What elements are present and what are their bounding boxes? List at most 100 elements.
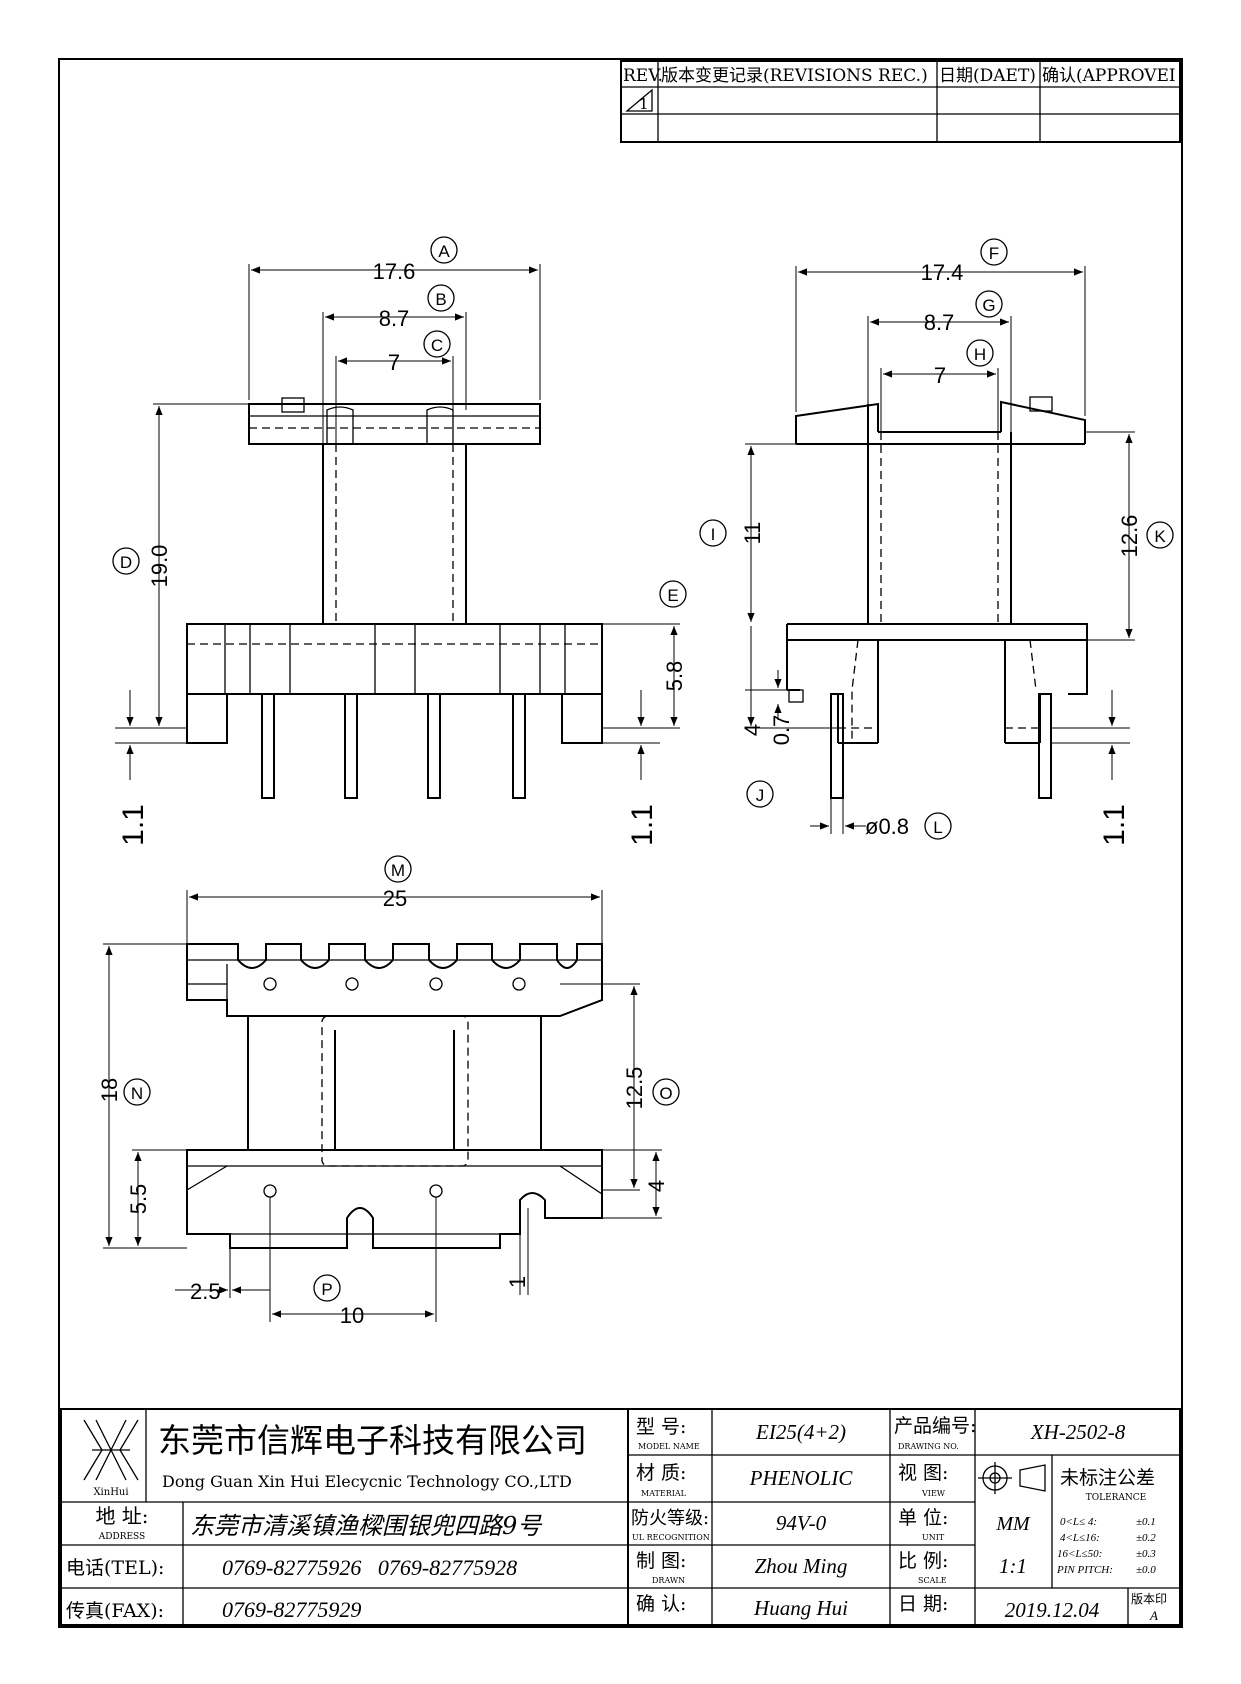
dim-bottom-slot-width: 1 — [505, 1276, 530, 1288]
model-label-en: MODEL NAME — [638, 1442, 700, 1451]
drawn-value: Zhou Ming — [755, 1554, 848, 1578]
dim-bottom-right-height: 4 — [644, 1180, 669, 1192]
model-value: EI25(4+2) — [755, 1420, 846, 1444]
dim-m-label: M — [391, 861, 405, 880]
dim-i-value: 11 — [740, 522, 765, 545]
dim-a-value: 17.6 — [373, 259, 416, 284]
dim-g-label: G — [982, 296, 995, 315]
logo-text: XinHui — [93, 1487, 128, 1498]
rev-header: REV. — [623, 66, 663, 86]
dim-f-value: 17.4 — [921, 260, 964, 285]
fax-label: 传真(FAX): — [66, 1600, 164, 1622]
dim-d-label: D — [120, 553, 132, 572]
drawing-no-value: XH-2502-8 — [1030, 1420, 1126, 1444]
check-label: 确 认: — [636, 1593, 686, 1615]
dim-b-label: B — [435, 290, 446, 309]
view-label: 视 图: — [898, 1462, 948, 1484]
drawn-label: 制 图: — [636, 1550, 686, 1572]
model-label: 型 号: — [636, 1416, 686, 1438]
address-value: 东莞市清溪镇渔樑围银兜四路9号 — [190, 1512, 543, 1540]
dim-c-label: C — [431, 336, 443, 355]
tolerance-label-en: TOLERANCE — [1086, 1493, 1147, 1503]
drawing-no-label-en: DRAWING NO. — [898, 1442, 959, 1451]
bottom-view-dimensions: 25 M 18 N 5.5 12.5 O 4 1 2.5 — [97, 855, 680, 1328]
company-logo — [83, 1419, 139, 1481]
dim-j-value: 4 — [740, 724, 765, 736]
dim-bottom-pin-offset: 2.5 — [190, 1279, 221, 1304]
drawing-no-label: 产品编号: — [894, 1415, 976, 1437]
side-view-dimensions: 17.4 F 8.7 G 7 H 11 I 4 J 0.7 — [699, 238, 1174, 846]
dim-o-value: 12.5 — [622, 1067, 647, 1110]
dim-a-label: A — [438, 242, 450, 261]
dim-bottom-left-height: 5.5 — [126, 1184, 151, 1215]
dim-front-pin-right: 1.1 — [626, 804, 659, 846]
scale-label: 比 例: — [898, 1550, 948, 1572]
dim-i-label: I — [711, 525, 716, 544]
dim-j-label: J — [756, 786, 765, 805]
rev-approve-header: 确认(APPROVEI — [1042, 66, 1176, 86]
rev-triangle-icon — [625, 88, 653, 112]
company-name-en: Dong Guan Xin Hui Elecycnic Technology C… — [162, 1472, 572, 1491]
dim-e-value: 5.8 — [662, 661, 687, 692]
projection-symbol-icon — [978, 1462, 1046, 1494]
address-label: 地 址: — [95, 1504, 148, 1528]
dim-n-value: 18 — [97, 1078, 122, 1102]
dim-h-label: H — [974, 345, 986, 364]
check-value: Huang Hui — [753, 1596, 848, 1620]
dim-front-pin-left: 1.1 — [117, 804, 150, 846]
tol-value-1: ±0.1 — [1136, 1516, 1156, 1528]
revision-table: REV. 版本变更记录(REVISIONS REC.) 日期(DAET) 确认(… — [620, 60, 1181, 143]
company-name-cn: 东莞市信辉电子科技有限公司 — [158, 1421, 587, 1460]
tol-value-3: ±0.3 — [1136, 1548, 1156, 1560]
title-block: XinHui 东莞市信辉电子科技有限公司 Dong Guan Xin Hui E… — [60, 1408, 1181, 1626]
dim-l-label: L — [933, 818, 942, 837]
material-value: PHENOLIC — [749, 1466, 854, 1490]
date-label: 日 期: — [898, 1593, 948, 1615]
unit-value: MM — [995, 1513, 1031, 1535]
tol-range-2: 4<L≤16: — [1060, 1532, 1100, 1544]
version-label: 版本印 — [1131, 1592, 1167, 1606]
ul-value: 94V-0 — [776, 1511, 827, 1535]
tol-range-1: 0<L≤ 4: — [1060, 1516, 1097, 1528]
tolerance-label: 未标注公差 — [1060, 1467, 1155, 1489]
material-label-en: MATERIAL — [641, 1489, 687, 1498]
rev-date-header: 日期(DAET) — [939, 66, 1036, 86]
scale-label-en: SCALE — [918, 1576, 947, 1585]
tol-range-3: 16<L≤50: — [1057, 1548, 1102, 1560]
dim-side-pin-step: 0.7 — [769, 715, 794, 746]
date-value: 2019.12.04 — [1005, 1598, 1100, 1622]
bottom-view — [186, 943, 603, 1249]
dim-p-value: 10 — [340, 1303, 364, 1328]
tol-value-4: ±0.0 — [1136, 1564, 1156, 1576]
unit-label-en: UNIT — [922, 1533, 945, 1542]
fax-value: 0769-82775929 — [222, 1597, 361, 1622]
dim-f-label: F — [989, 244, 999, 263]
ul-label-en: UL RECOGNITION — [632, 1533, 710, 1542]
tel-label: 电话(TEL): — [66, 1557, 164, 1579]
dim-k-value: 12.6 — [1117, 515, 1142, 558]
side-view — [786, 396, 1088, 799]
version-value: A — [1149, 1608, 1158, 1623]
front-view-dimensions: 17.6 A 8.7 B 7 C 19.0 D 5.8 E — [112, 236, 687, 846]
dim-p-label: P — [321, 1280, 332, 1299]
drawn-label-en: DRAWN — [652, 1576, 685, 1585]
dim-b-value: 8.7 — [379, 306, 410, 331]
dim-side-pin-right: 1.1 — [1098, 804, 1131, 846]
material-label: 材 质: — [636, 1462, 686, 1484]
dim-e-label: E — [667, 586, 678, 605]
sheet-border — [58, 58, 1183, 1628]
dim-o-label: O — [659, 1084, 672, 1103]
dim-k-label: K — [1154, 527, 1166, 546]
dim-n-label: N — [131, 1084, 143, 1103]
rev-record-header: 版本变更记录(REVISIONS REC.) — [661, 66, 928, 86]
address-label-en: ADDRESS — [98, 1532, 145, 1542]
dim-h-value: 7 — [934, 363, 946, 388]
tol-value-2: ±0.2 — [1136, 1532, 1156, 1544]
view-label-en: VIEW — [921, 1489, 946, 1498]
front-view — [186, 397, 603, 799]
tel-value: 0769-82775926 0769-82775928 — [222, 1555, 517, 1580]
scale-value: 1:1 — [999, 1554, 1027, 1578]
tol-range-4: PIN PITCH: — [1056, 1564, 1113, 1576]
unit-label: 单 位: — [898, 1507, 948, 1529]
